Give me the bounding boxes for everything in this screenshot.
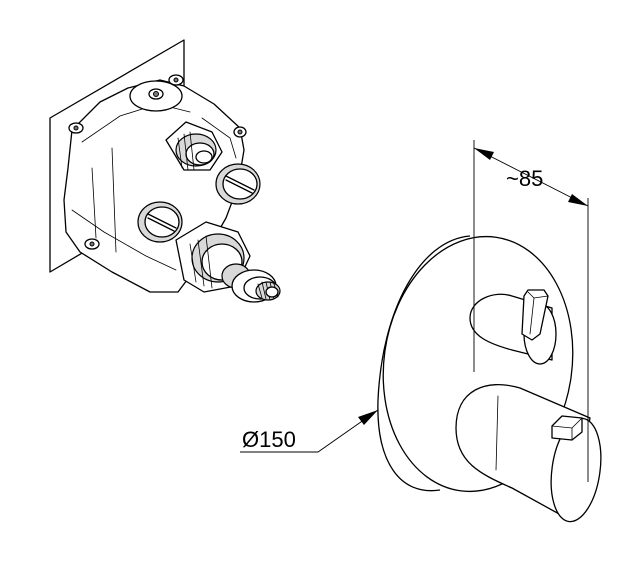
lower-cartridge (175, 221, 281, 303)
safety-stop-button (551, 415, 583, 441)
mounting-tab-right (233, 126, 247, 138)
upper-threaded-nozzle (165, 121, 223, 171)
lower-screw-plug (137, 201, 183, 243)
dimension-arrow (474, 148, 494, 160)
depth-dimension-label: ~85 (506, 166, 543, 191)
mounting-tab-lower-left (84, 238, 100, 250)
mounting-tab-top (168, 74, 184, 86)
diverter-lever (469, 289, 557, 365)
depth-dimension: ~85 (473, 140, 589, 482)
diameter-dimension: Ø150 (240, 409, 379, 453)
valve-body-assembly (49, 39, 281, 303)
diameter-dimension-label: Ø150 (242, 427, 296, 452)
dimension-arrow (568, 194, 588, 206)
trim-assembly (377, 235, 602, 523)
upper-screw-plug (215, 163, 261, 205)
thermostat-handle (455, 384, 602, 523)
mounting-tab-left (68, 122, 84, 134)
dimension-arrow (358, 410, 378, 425)
